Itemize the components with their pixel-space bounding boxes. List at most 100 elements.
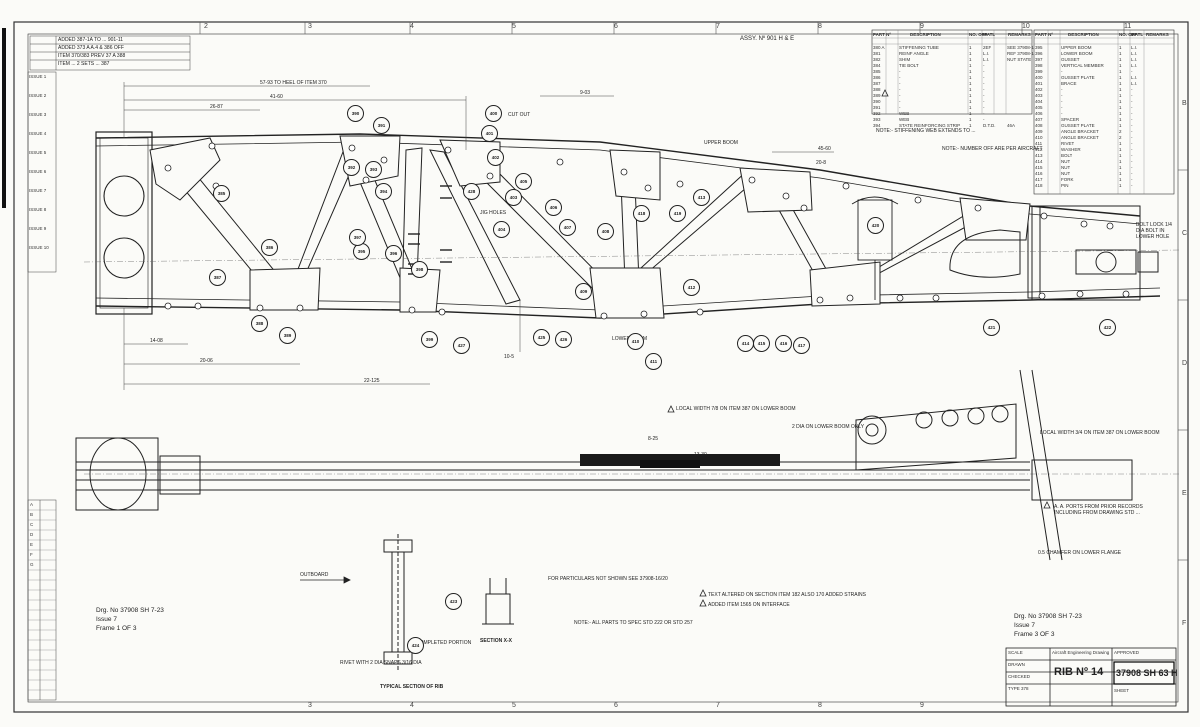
parts-table-cell: - xyxy=(1131,171,1133,176)
drawing-ref-block-right: Drg. No 37908 SH 7-23 Issue 7 Frame 3 OF… xyxy=(1014,612,1082,639)
parts-table-cell: UPPER BOOM xyxy=(1061,45,1092,50)
parts-table-cell: - xyxy=(1061,105,1063,110)
parts-table-frame xyxy=(871,29,1175,195)
parts-table-cell: GUSSET PLATE xyxy=(1061,123,1095,128)
section-label: SECTION X-X xyxy=(480,638,512,644)
parts-table-cell: - xyxy=(1131,111,1133,116)
parts-table-cell: 418 xyxy=(1035,183,1043,188)
parts-table-cell: 1 xyxy=(1119,153,1122,158)
zone-label: 8 xyxy=(818,702,822,709)
parts-table-cell: 1 xyxy=(1119,93,1122,98)
parts-table-cell: 408 xyxy=(1035,123,1043,128)
title-sheet-label: SHEET xyxy=(1114,688,1130,693)
parts-table-cell: 381 xyxy=(873,51,881,56)
parts-table-cell: 1 xyxy=(1119,45,1122,50)
parts-table-cell: 394 xyxy=(873,123,881,128)
drg-issue: Issue 7 xyxy=(1014,622,1035,629)
parts-table-cell: L.I. xyxy=(983,51,990,56)
parts-table-cell: 1 xyxy=(969,63,972,68)
part-callout-balloon: 405 xyxy=(515,173,532,190)
note-lower-boom: LOCAL WIDTH 7/8 ON ITEM 387 ON LOWER BOO… xyxy=(676,406,796,412)
zone-label: 8 xyxy=(818,23,822,30)
zone-label: D xyxy=(1182,360,1188,367)
parts-table-cell: - xyxy=(1061,87,1063,92)
parts-table-cell: 417 xyxy=(1035,177,1043,182)
parts-table-cell: 414 xyxy=(1035,159,1043,164)
dimension: 57-93 TO HEEL OF ITEM 370 xyxy=(260,80,327,86)
part-callout-balloon: 391 xyxy=(373,117,390,134)
note-all-parts: NOTE:- ALL PARTS TO SPEC STD 222 OR STD … xyxy=(574,620,693,626)
parts-table-cell: 401 xyxy=(1035,81,1043,86)
parts-table-cell: NUT xyxy=(1061,165,1071,170)
dimension: 22-125 xyxy=(364,378,380,384)
drawing-number: 37908 SH 63 H xyxy=(1116,668,1178,678)
revision-b-note: ADDED ITEM 1565 ON INTERFACE xyxy=(708,602,790,608)
parts-header: MATL xyxy=(983,32,996,37)
cutout-label: CUT OUT xyxy=(508,112,531,118)
parts-table-cell: BRACE xyxy=(1061,81,1077,86)
sheet-edge-mark xyxy=(2,28,6,208)
parts-table-cell: 1 xyxy=(1119,141,1122,146)
rib-elevation xyxy=(95,131,1161,319)
parts-table-cell: 1 xyxy=(969,81,972,86)
part-callout-balloon: 402 xyxy=(487,149,504,166)
typical-section-label: TYPICAL SECTION OF RIB xyxy=(380,684,444,690)
dimension: 9-03 xyxy=(580,90,591,96)
parts-table-cell: 2 xyxy=(1119,135,1122,140)
parts-table-cell: - xyxy=(983,87,985,92)
parts-table-cell: SPACER xyxy=(1061,117,1080,122)
parts-table-cell: 390 xyxy=(873,99,881,104)
drawing-inner-border xyxy=(27,33,1179,703)
outboard-label: OUTBOARD xyxy=(300,572,329,578)
part-callout-balloon: 386 xyxy=(261,239,278,256)
parts-table-cell: REINF ANGLE xyxy=(899,51,929,56)
flange-note: A. A. PORTS FROM PRIOR RECORDS INCLUDING… xyxy=(1054,504,1143,516)
drg-number: Drg. No 37908 SH 7-23 xyxy=(1014,613,1082,620)
parts-table-cell: - xyxy=(1131,123,1133,128)
zone-label: 4 xyxy=(410,702,414,709)
part-callout-balloon: 419 xyxy=(669,205,686,222)
part-callout-balloon: 415 xyxy=(753,335,770,352)
part-callout-balloon: 414 xyxy=(737,335,754,352)
parts-table-cell: - xyxy=(1131,105,1133,110)
parts-header: REMARKS xyxy=(1008,32,1031,37)
parts-table-cell: 385 xyxy=(873,69,881,74)
parts-table-cell: 386 xyxy=(873,75,881,80)
parts-table-cell: VERTICAL MEMBER xyxy=(1061,63,1104,68)
parts-table-cell: - xyxy=(983,99,985,104)
parts-table-cell: 1 xyxy=(1119,75,1122,80)
parts-table-cell: - xyxy=(1131,147,1133,152)
parts-table-cell: NUT xyxy=(1061,159,1071,164)
zone-label: 6 xyxy=(614,702,618,709)
dimension: 8-25 xyxy=(648,436,659,442)
drg-frame: Frame 1 OF 3 xyxy=(96,625,137,632)
parts-table-cell: L.I. xyxy=(1131,45,1138,50)
parts-table-cell: GUSSET xyxy=(1061,57,1080,62)
parts-table-cell: - xyxy=(983,93,985,98)
parts-table-row: 399-1- xyxy=(1035,69,1173,75)
part-callout-balloon: 411 xyxy=(645,353,662,370)
parts-table-cell: 1 xyxy=(969,99,972,104)
parts-table-cell: - xyxy=(1061,99,1063,104)
parts-table-cell: 1 xyxy=(1119,165,1122,170)
dimension: 13-30 xyxy=(694,452,707,458)
zone-label: 3 xyxy=(308,23,312,30)
part-callout-balloon: 399 xyxy=(421,331,438,348)
parts-table-row: 390-1- xyxy=(873,99,1031,105)
parts-table-cell: 1 xyxy=(1119,117,1122,122)
part-callout-balloon: 408 xyxy=(597,223,614,240)
parts-table-cell: L.I. xyxy=(1131,75,1138,80)
drawing-ref-block-left: Drg. No 37908 SH 7-23 Issue 7 Frame 1 OF… xyxy=(96,606,164,633)
zone-label: 11 xyxy=(1124,23,1132,30)
parts-header: NO. OFF xyxy=(969,32,988,37)
